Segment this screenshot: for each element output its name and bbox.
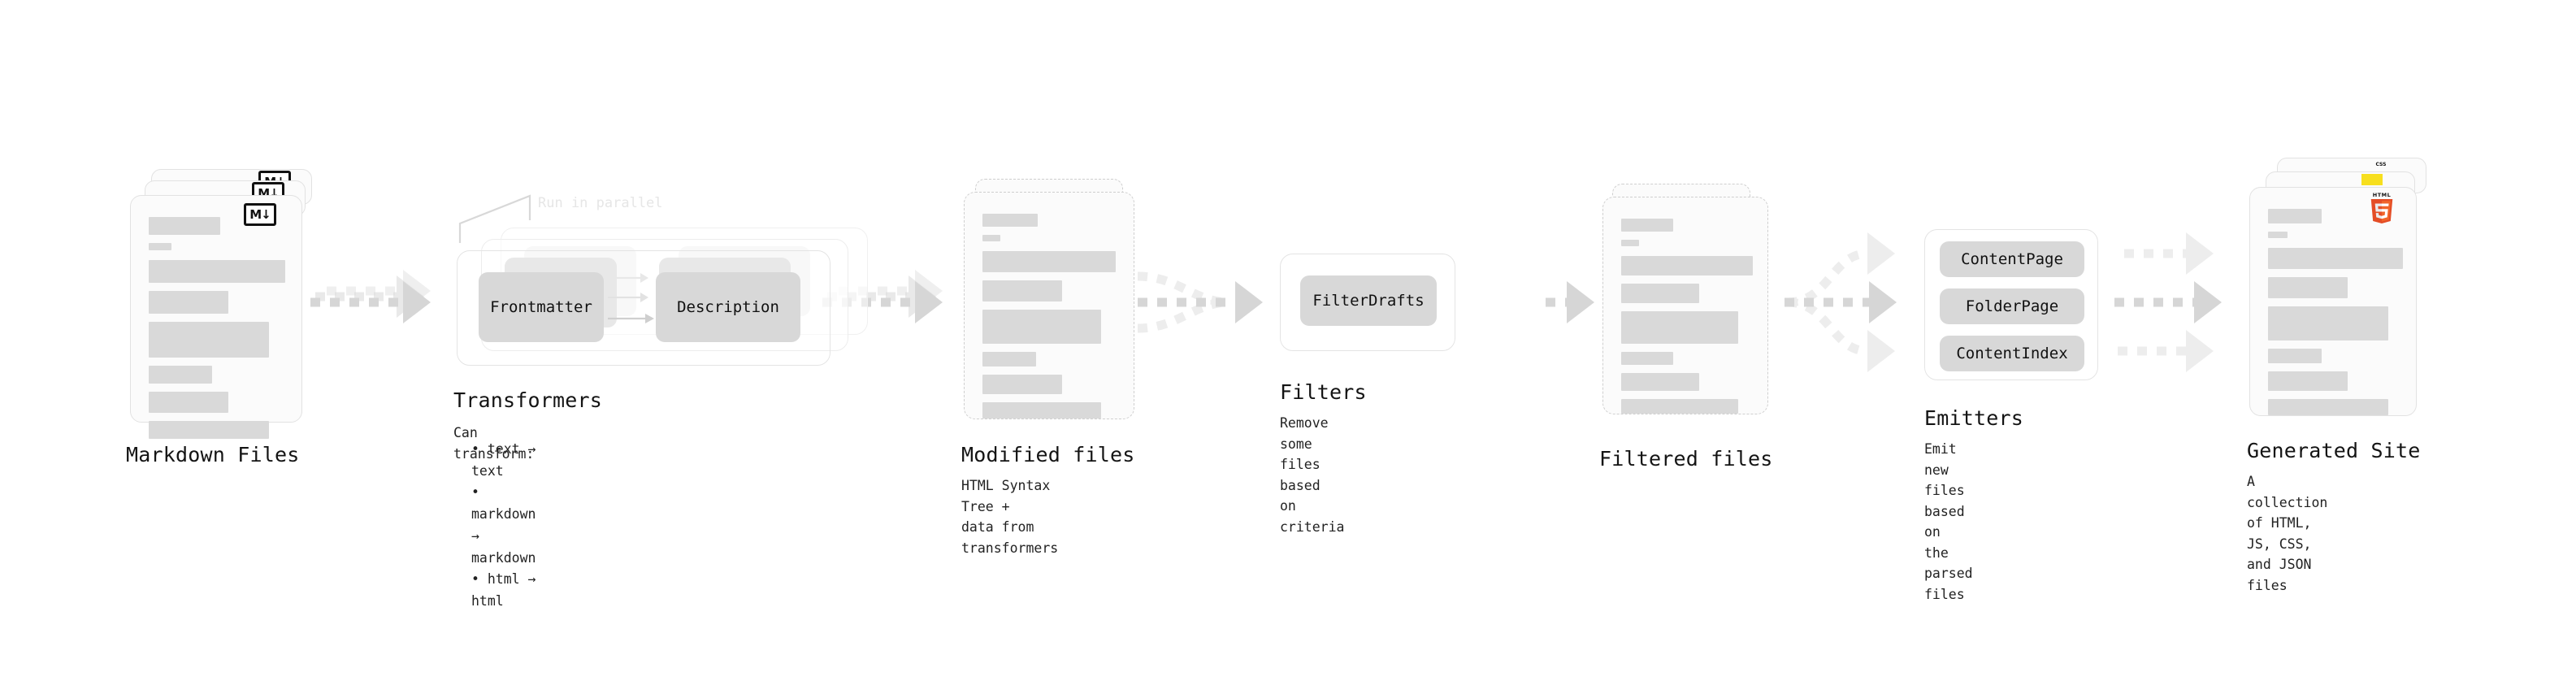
arrow-filters-to-filtered xyxy=(1546,281,1594,323)
chip-frontmatter[interactable]: Frontmatter xyxy=(479,272,604,342)
chip-folderpage[interactable]: FolderPage xyxy=(1940,288,2084,324)
chip-folderpage-label: FolderPage xyxy=(1965,297,2059,315)
transformer-group-front: Frontmatter Description xyxy=(457,250,830,366)
run-in-parallel-bracket xyxy=(458,194,531,243)
filters-subtitle: Remove some files based on criteria xyxy=(1280,415,1345,535)
list-item-label: html → html xyxy=(471,571,536,609)
list-item: • html → html xyxy=(471,569,536,612)
modified-card-front xyxy=(964,192,1134,419)
run-in-parallel-label: Run in parallel xyxy=(538,195,663,211)
arrow-emitters-to-site xyxy=(2114,232,2222,372)
site-card-front xyxy=(2249,187,2417,416)
chip-contentindex[interactable]: ContentIndex xyxy=(1940,336,2084,371)
chip-contentpage-label: ContentPage xyxy=(1961,250,2063,268)
html5-wordmark: HTML xyxy=(2372,192,2392,198)
chip-contentindex-label: ContentIndex xyxy=(1956,345,2068,362)
stage-title-generated-site: Generated Site xyxy=(2247,439,2421,462)
transformers-bullet-list: • text → text • markdown → markdown • ht… xyxy=(453,439,536,613)
js-badge xyxy=(2361,174,2383,185)
bullet-marker: • xyxy=(471,441,479,457)
filtered-card-front xyxy=(1602,197,1768,414)
chip-contentpage[interactable]: ContentPage xyxy=(1940,241,2084,277)
list-item: • markdown → markdown xyxy=(471,482,536,569)
transformer-inner-arrows xyxy=(608,273,654,323)
arrow-markdown-to-transformers xyxy=(310,270,431,323)
generated-site-subtitle: A collection of HTML, JS, CSS, and JSON … xyxy=(2247,474,2328,593)
stage-title-transformers: Transformers xyxy=(453,388,603,412)
bullet-marker: • xyxy=(471,484,479,501)
stage-title-modified-files: Modified files xyxy=(961,443,1135,466)
chip-description-label: Description xyxy=(677,298,779,316)
stage-title-filters: Filters xyxy=(1280,380,1367,404)
html5-shield-icon xyxy=(2370,198,2393,223)
stage-title-emitters: Emitters xyxy=(1924,406,2024,430)
stage-title-markdown-files: Markdown Files xyxy=(126,443,300,466)
list-item-label: markdown → markdown xyxy=(471,506,536,566)
emitters-group: ContentPage FolderPage ContentIndex xyxy=(1924,229,2098,380)
chip-filterdrafts[interactable]: FilterDrafts xyxy=(1300,275,1437,326)
transformers-subtitle: Can transform: xyxy=(453,425,535,462)
filtered-content-bars xyxy=(1621,219,1753,422)
html5-badge: HTML xyxy=(2370,193,2394,223)
list-item: • text → text xyxy=(471,439,536,482)
modified-content-bars xyxy=(982,214,1116,427)
list-item-label: text → text xyxy=(471,441,536,479)
md-badge-front: M↓ xyxy=(244,203,276,226)
chip-frontmatter-label: Frontmatter xyxy=(490,298,592,316)
emitters-subtitle: Emit new files based on the parsed files xyxy=(1924,441,1973,602)
markdown-card-front xyxy=(130,195,302,439)
site-content-bars xyxy=(2268,209,2403,423)
markdown-content-bars xyxy=(149,217,285,447)
arrow-modified-to-filters xyxy=(1137,271,1263,333)
chip-description[interactable]: Description xyxy=(656,272,800,342)
filters-group: FilterDrafts xyxy=(1280,254,1455,351)
modified-files-subtitle: HTML Syntax Tree + data from transformer… xyxy=(961,478,1059,556)
chip-filterdrafts-label: FilterDrafts xyxy=(1312,292,1425,310)
arrow-filtered-to-emitters xyxy=(1785,232,1897,372)
bullet-marker: • xyxy=(471,571,479,588)
stage-title-filtered-files: Filtered files xyxy=(1599,447,1773,471)
